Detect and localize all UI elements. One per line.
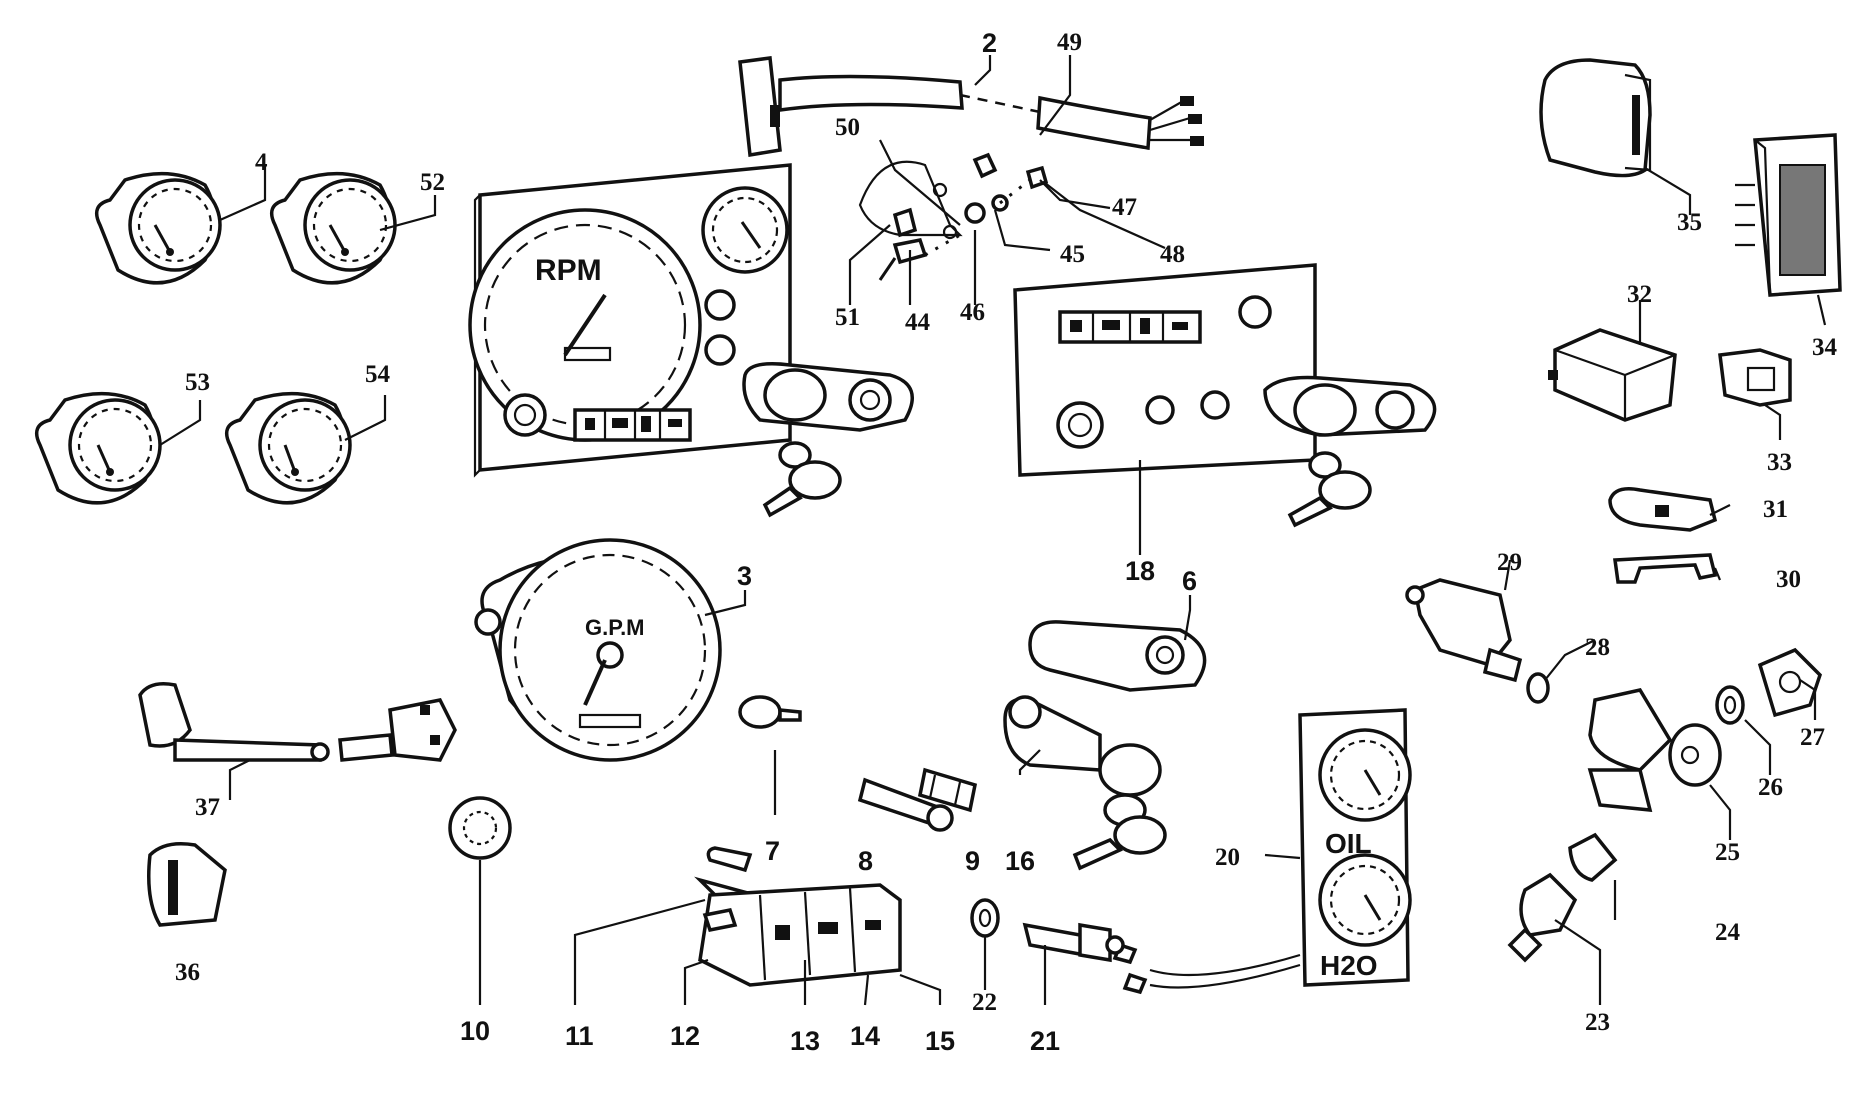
label-20: 20 [1215, 844, 1240, 871]
label-36: 36 [175, 959, 200, 986]
label-30: 30 [1776, 566, 1801, 593]
switch-36 [147, 842, 227, 927]
label-25: 25 [1715, 839, 1740, 866]
sender-21 [1022, 922, 1125, 963]
wire-harness-2 [738, 56, 1204, 158]
gauge-54 [224, 391, 352, 505]
label-7: 7 [765, 836, 780, 866]
label-32: 32 [1627, 281, 1652, 308]
label-23: 23 [1585, 1009, 1610, 1036]
label-48: 48 [1160, 241, 1185, 268]
pressure-sender-29 [1405, 578, 1523, 683]
label-46: 46 [960, 299, 985, 326]
label-6: 6 [1182, 566, 1197, 596]
label-52: 52 [420, 169, 445, 196]
bulb-11 [706, 846, 753, 873]
washer-22 [970, 898, 1000, 938]
label-44: 44 [905, 309, 931, 336]
lamp-8 [857, 777, 954, 832]
label-31: 31 [1763, 496, 1788, 523]
gauge-53 [34, 391, 162, 505]
control-box-34 [1735, 133, 1842, 297]
label-45: 45 [1060, 241, 1085, 268]
ignition-switch-16 [1003, 695, 1167, 871]
bulb-7 [738, 695, 802, 729]
gauge-3: G.P.M [474, 538, 722, 762]
label-34: 34 [1812, 334, 1838, 361]
switch-37 [138, 682, 457, 762]
label-47: 47 [1112, 194, 1137, 221]
label-14: 14 [850, 1021, 880, 1051]
label-3: 3 [737, 561, 752, 591]
label-51: 51 [835, 304, 860, 331]
label-27: 27 [1800, 724, 1825, 751]
gauge-52 [269, 171, 397, 285]
switch-23 [1507, 872, 1578, 963]
label-16: 16 [1005, 846, 1035, 876]
switch-27 [1757, 647, 1823, 718]
main-instrument-panel: RPM [468, 163, 792, 478]
h2o-dial-text: H2O [1320, 950, 1378, 981]
label-50: 50 [835, 114, 860, 141]
label-18: 18 [1125, 556, 1155, 586]
gasket-24 [1568, 832, 1618, 882]
boot-25 [1587, 688, 1722, 812]
label-24: 24 [1715, 919, 1741, 946]
label-22: 22 [972, 989, 997, 1016]
rpm-dial-text: RPM [535, 254, 602, 287]
label-9: 9 [965, 846, 980, 876]
switch-housing-6 [1028, 620, 1207, 692]
oil-dial-text: OIL [1325, 828, 1372, 859]
gpm-dial-text: G.P.M [585, 615, 645, 640]
label-26: 26 [1758, 774, 1783, 801]
label-8: 8 [858, 846, 873, 876]
label-37: 37 [195, 794, 220, 821]
bracket-hardware [858, 152, 1049, 281]
label-10: 10 [460, 1016, 490, 1046]
label-35: 35 [1677, 209, 1702, 236]
label-28: 28 [1585, 634, 1610, 661]
washer-28 [1526, 672, 1550, 704]
relay-33 [1718, 348, 1792, 407]
knob-10 [448, 796, 512, 860]
label-54: 54 [365, 361, 391, 388]
clip-31 [1608, 487, 1718, 532]
label-15: 15 [925, 1026, 955, 1056]
label-49: 49 [1057, 29, 1082, 56]
indicator-block [694, 876, 902, 987]
fuse-9 [917, 767, 978, 813]
bracket-30 [1613, 553, 1718, 584]
label-29: 29 [1497, 549, 1522, 576]
key-switch-main [742, 362, 914, 518]
label-4: 4 [255, 149, 268, 176]
label-21: 21 [1030, 1026, 1060, 1056]
label-33: 33 [1767, 449, 1792, 476]
label-53: 53 [185, 369, 210, 396]
label-2: 2 [982, 28, 997, 58]
leader-lines [159, 55, 1827, 1006]
relay-35 [1539, 58, 1652, 178]
label-11: 11 [565, 1021, 594, 1051]
module-32 [1548, 328, 1677, 422]
label-12: 12 [670, 1021, 700, 1051]
washer-26 [1715, 685, 1745, 725]
gauge-4 [94, 171, 222, 285]
instrument-panel-18 [1013, 263, 1437, 528]
callout-labels: 2 3 4 6 7 8 9 10 11 12 13 14 15 16 18 20… [175, 28, 1838, 1056]
oil-water-gauge-20: OIL H2O [1112, 708, 1412, 995]
label-13: 13 [790, 1026, 820, 1056]
